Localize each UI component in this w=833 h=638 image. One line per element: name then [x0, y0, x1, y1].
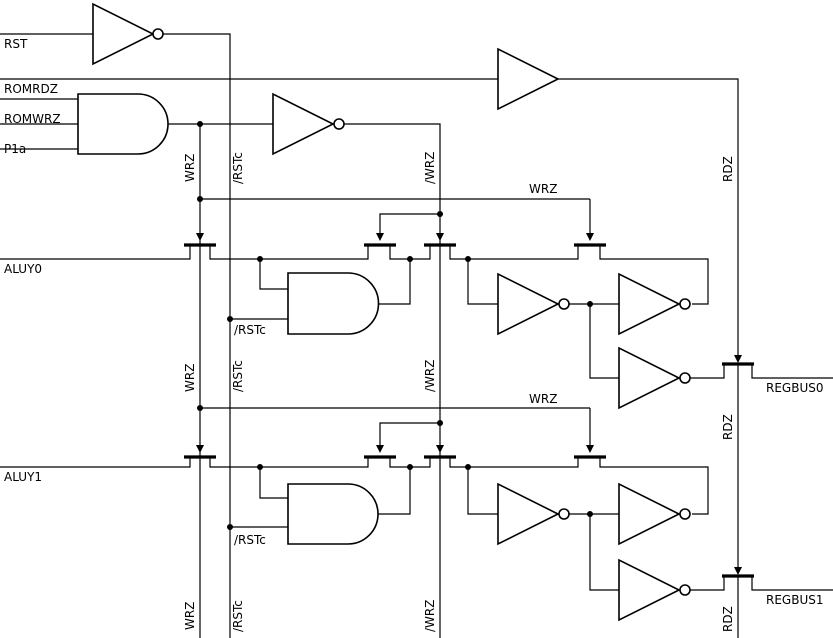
rst-inverter [0, 2, 231, 638]
label-rdz-vertical-1: RDZ [721, 414, 735, 440]
label-nrstc-1: /RSTc [234, 533, 266, 547]
label-nrstc-vertical-2: /RSTc [231, 600, 245, 632]
label-wrz-vertical-0: WRZ [183, 154, 197, 182]
label-rst: RST [4, 37, 28, 51]
label-nrstc-0: /RSTc [234, 323, 266, 337]
romrdz-buffer [0, 47, 742, 363]
label-wrz-horizontal-0: WRZ [529, 182, 557, 196]
label-wrz-vertical-1: WRZ [183, 364, 197, 392]
label-wrz-vertical-2: WRZ [183, 602, 197, 630]
label-nrstc-vertical-1: /RSTc [231, 360, 245, 392]
label-aluy0: ALUY0 [4, 262, 42, 276]
label-regbus1: REGBUS1 [766, 593, 824, 607]
bit1-cell [0, 405, 833, 622]
write-and-gate [0, 93, 273, 638]
label-wrz-horizontal-1: WRZ [529, 392, 557, 406]
label-nwrz-vertical-1: /WRZ [423, 360, 437, 392]
label-aluy1: ALUY1 [4, 470, 42, 484]
label-p1a: P1a [4, 142, 26, 156]
label-nrstc-vertical-0: /RSTc [231, 152, 245, 184]
label-romwrz: ROMWRZ [4, 112, 61, 126]
label-nwrz-vertical-0: /WRZ [423, 152, 437, 184]
wrz-inverter [272, 92, 441, 638]
label-nwrz-vertical-2: /WRZ [423, 600, 437, 632]
bit0-cell [0, 196, 833, 410]
label-regbus0: REGBUS0 [766, 381, 824, 395]
label-romrdz: ROMRDZ [4, 82, 58, 96]
label-rdz-vertical-2: RDZ [721, 606, 735, 632]
label-rdz-vertical-0: RDZ [721, 156, 735, 182]
